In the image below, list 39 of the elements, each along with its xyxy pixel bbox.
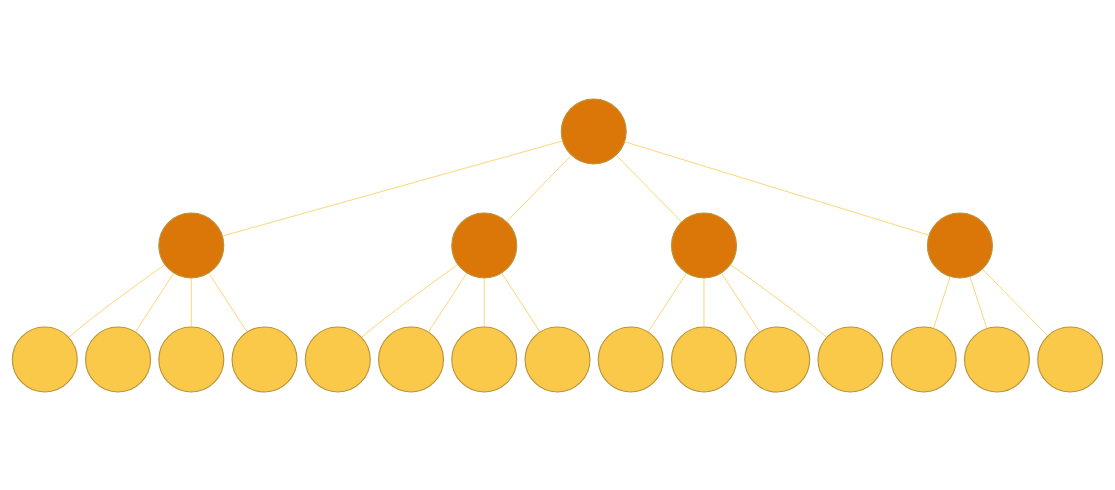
node-circle: [817, 326, 884, 393]
node-circle: [158, 211, 225, 279]
node-circle: [378, 326, 445, 393]
node-circle: [524, 326, 591, 393]
node-circle: [744, 326, 811, 393]
node-circle: [231, 326, 298, 393]
node-circle: [670, 211, 737, 279]
connector: [729, 263, 827, 338]
connector: [222, 140, 563, 236]
connector: [933, 275, 951, 329]
connector: [190, 277, 192, 327]
node-circle: [85, 326, 152, 393]
connector: [135, 272, 175, 332]
connector: [703, 277, 705, 327]
connector: [506, 154, 572, 222]
connector: [361, 263, 459, 338]
connector: [615, 154, 682, 222]
node-circle: [11, 326, 78, 393]
connector: [68, 263, 166, 338]
connector: [501, 272, 541, 332]
node-circle: [451, 211, 518, 279]
connector: [647, 272, 687, 332]
connector: [624, 140, 930, 236]
node-circle: [560, 97, 627, 164]
connector: [208, 272, 248, 332]
node-circle: [926, 211, 993, 279]
connector: [721, 272, 761, 332]
node-circle: [597, 326, 664, 393]
node-circle: [670, 326, 737, 393]
connector: [969, 275, 988, 329]
node-circle: [963, 326, 1030, 393]
connector: [428, 272, 468, 332]
node-circle: [158, 326, 225, 393]
node-circle: [304, 326, 371, 393]
node-circle: [1037, 326, 1104, 393]
node-circle: [890, 326, 957, 393]
node-circle: [451, 326, 518, 393]
connector: [982, 268, 1049, 336]
connector: [483, 277, 485, 327]
